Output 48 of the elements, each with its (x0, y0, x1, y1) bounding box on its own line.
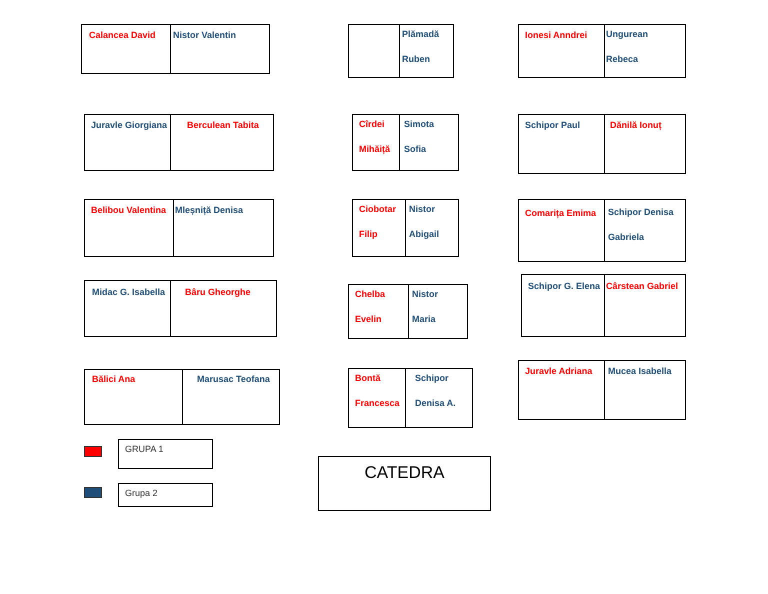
student-name: Simota Sofia (404, 118, 436, 156)
desk (521, 274, 686, 337)
desk (352, 114, 459, 171)
desk (348, 368, 473, 428)
student-name: Belibou Valentina (91, 205, 166, 215)
legend-label: Grupa 2 (118, 483, 213, 507)
student-name: Bontă Francesca (355, 372, 401, 410)
student-name: Schipor G. Elena (528, 281, 600, 291)
student-name: Nistor Maria (412, 288, 440, 326)
desk (518, 199, 686, 262)
student-name: Ungurean Rebeca (606, 28, 650, 66)
student-name: Juravle Giorgiana (91, 120, 168, 130)
student-name: Nistor Valentin (173, 30, 236, 40)
student-name: Ionesi Anndrei (525, 30, 588, 40)
student-name: Schipor Denisa Gabriela (608, 206, 675, 244)
student-name: Bâru Gheorghe (185, 287, 251, 297)
desk (348, 284, 468, 339)
student-name: Mucea Isabella (608, 366, 672, 376)
student-name: Nistor Abigail (409, 203, 440, 241)
desk (352, 199, 459, 257)
desk (84, 280, 277, 337)
legend-label: GRUPA 1 (118, 439, 213, 469)
student-name: Ciobotar Filip (359, 203, 397, 241)
desk (518, 114, 686, 174)
student-name: Cîrdei Mihăiță (359, 118, 392, 156)
student-name: Schipor Paul (525, 120, 580, 130)
student-name: Marusac Teofana (197, 374, 270, 384)
desk (84, 369, 280, 425)
student-name: Juravle Adriana (525, 366, 592, 376)
student-name: Dănilă Ionuț (610, 120, 662, 130)
student-name: Midac G. Isabella (92, 287, 166, 297)
student-name: Berculean Tabita (187, 120, 259, 130)
desk (81, 24, 270, 74)
desk-label: CATEDRA (364, 463, 444, 483)
student-name: Mleșniță Denisa (175, 205, 244, 215)
student-name: Chelba Evelin (355, 288, 386, 326)
desk (518, 24, 686, 78)
student-name: Bălici Ana (92, 374, 136, 384)
desk (84, 199, 274, 257)
desk (84, 114, 274, 171)
desk (518, 360, 686, 420)
student-name: Cârstean Gabriel (606, 281, 678, 291)
desk (348, 24, 454, 78)
teacher-desk (318, 456, 491, 511)
student-name: Plămadă Ruben (402, 28, 440, 66)
student-name: Calancea David (89, 30, 156, 40)
student-name: Schipor Denisa A. (415, 372, 457, 410)
student-name: Comarița Emima (525, 208, 596, 218)
